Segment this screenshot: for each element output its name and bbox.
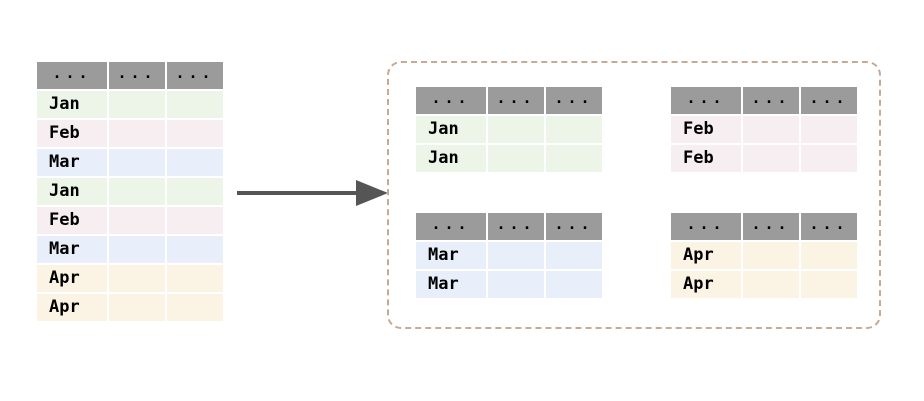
row-label-cell: Apr (671, 242, 741, 269)
empty-cell (743, 116, 799, 143)
empty-cell (546, 271, 602, 298)
header-cell: ... (743, 87, 799, 114)
row-label-cell: Apr (671, 271, 741, 298)
empty-cell (109, 91, 165, 118)
empty-cell (546, 145, 602, 172)
row-label-cell: Feb (671, 145, 741, 172)
header-cell: ... (801, 213, 857, 240)
empty-cell (743, 242, 799, 269)
row-label-cell: Feb (37, 207, 107, 234)
arrow-head-icon (356, 180, 388, 206)
header-cell: ... (37, 62, 107, 89)
empty-cell (801, 271, 857, 298)
header-cell: ... (801, 87, 857, 114)
empty-cell (109, 120, 165, 147)
empty-cell (546, 242, 602, 269)
empty-cell (488, 271, 544, 298)
group-table-jan: ... ... ... Jan Jan (416, 87, 602, 172)
header-cell: ... (488, 213, 544, 240)
empty-cell (743, 145, 799, 172)
row-label-cell: Apr (37, 294, 107, 321)
empty-cell (109, 149, 165, 176)
empty-cell (109, 294, 165, 321)
empty-cell (743, 271, 799, 298)
empty-cell (167, 120, 223, 147)
empty-cell (546, 116, 602, 143)
header-cell: ... (743, 213, 799, 240)
empty-cell (488, 145, 544, 172)
row-label-cell: Apr (37, 265, 107, 292)
row-label-cell: Mar (416, 271, 486, 298)
header-cell: ... (167, 62, 223, 89)
empty-cell (801, 116, 857, 143)
empty-cell (488, 116, 544, 143)
row-label-cell: Mar (416, 242, 486, 269)
empty-cell (167, 178, 223, 205)
row-label-cell: Mar (37, 236, 107, 263)
row-label-cell: Jan (416, 145, 486, 172)
row-label-cell: Jan (37, 178, 107, 205)
empty-cell (167, 207, 223, 234)
empty-cell (801, 145, 857, 172)
group-table-mar: ... ... ... Mar Mar (416, 213, 602, 298)
source-table: ... ... ... Jan Feb Mar Jan Feb Mar Apr … (37, 62, 223, 321)
group-table-apr: ... ... ... Apr Apr (671, 213, 857, 298)
arrow-icon (237, 191, 359, 195)
empty-cell (801, 242, 857, 269)
row-label-cell: Jan (37, 91, 107, 118)
header-cell: ... (109, 62, 165, 89)
empty-cell (167, 149, 223, 176)
empty-cell (109, 236, 165, 263)
row-label-cell: Mar (37, 149, 107, 176)
header-cell: ... (416, 87, 486, 114)
empty-cell (109, 265, 165, 292)
empty-cell (167, 265, 223, 292)
group-table-feb: ... ... ... Feb Feb (671, 87, 857, 172)
header-cell: ... (416, 213, 486, 240)
header-cell: ... (671, 213, 741, 240)
header-cell: ... (671, 87, 741, 114)
header-cell: ... (546, 87, 602, 114)
empty-cell (488, 242, 544, 269)
row-label-cell: Feb (37, 120, 107, 147)
empty-cell (167, 294, 223, 321)
groups-container: ... ... ... Jan Jan ... ... ... Feb Feb … (387, 61, 881, 329)
empty-cell (109, 178, 165, 205)
empty-cell (167, 236, 223, 263)
row-label-cell: Feb (671, 116, 741, 143)
header-cell: ... (488, 87, 544, 114)
empty-cell (167, 91, 223, 118)
header-cell: ... (546, 213, 602, 240)
row-label-cell: Jan (416, 116, 486, 143)
empty-cell (109, 207, 165, 234)
